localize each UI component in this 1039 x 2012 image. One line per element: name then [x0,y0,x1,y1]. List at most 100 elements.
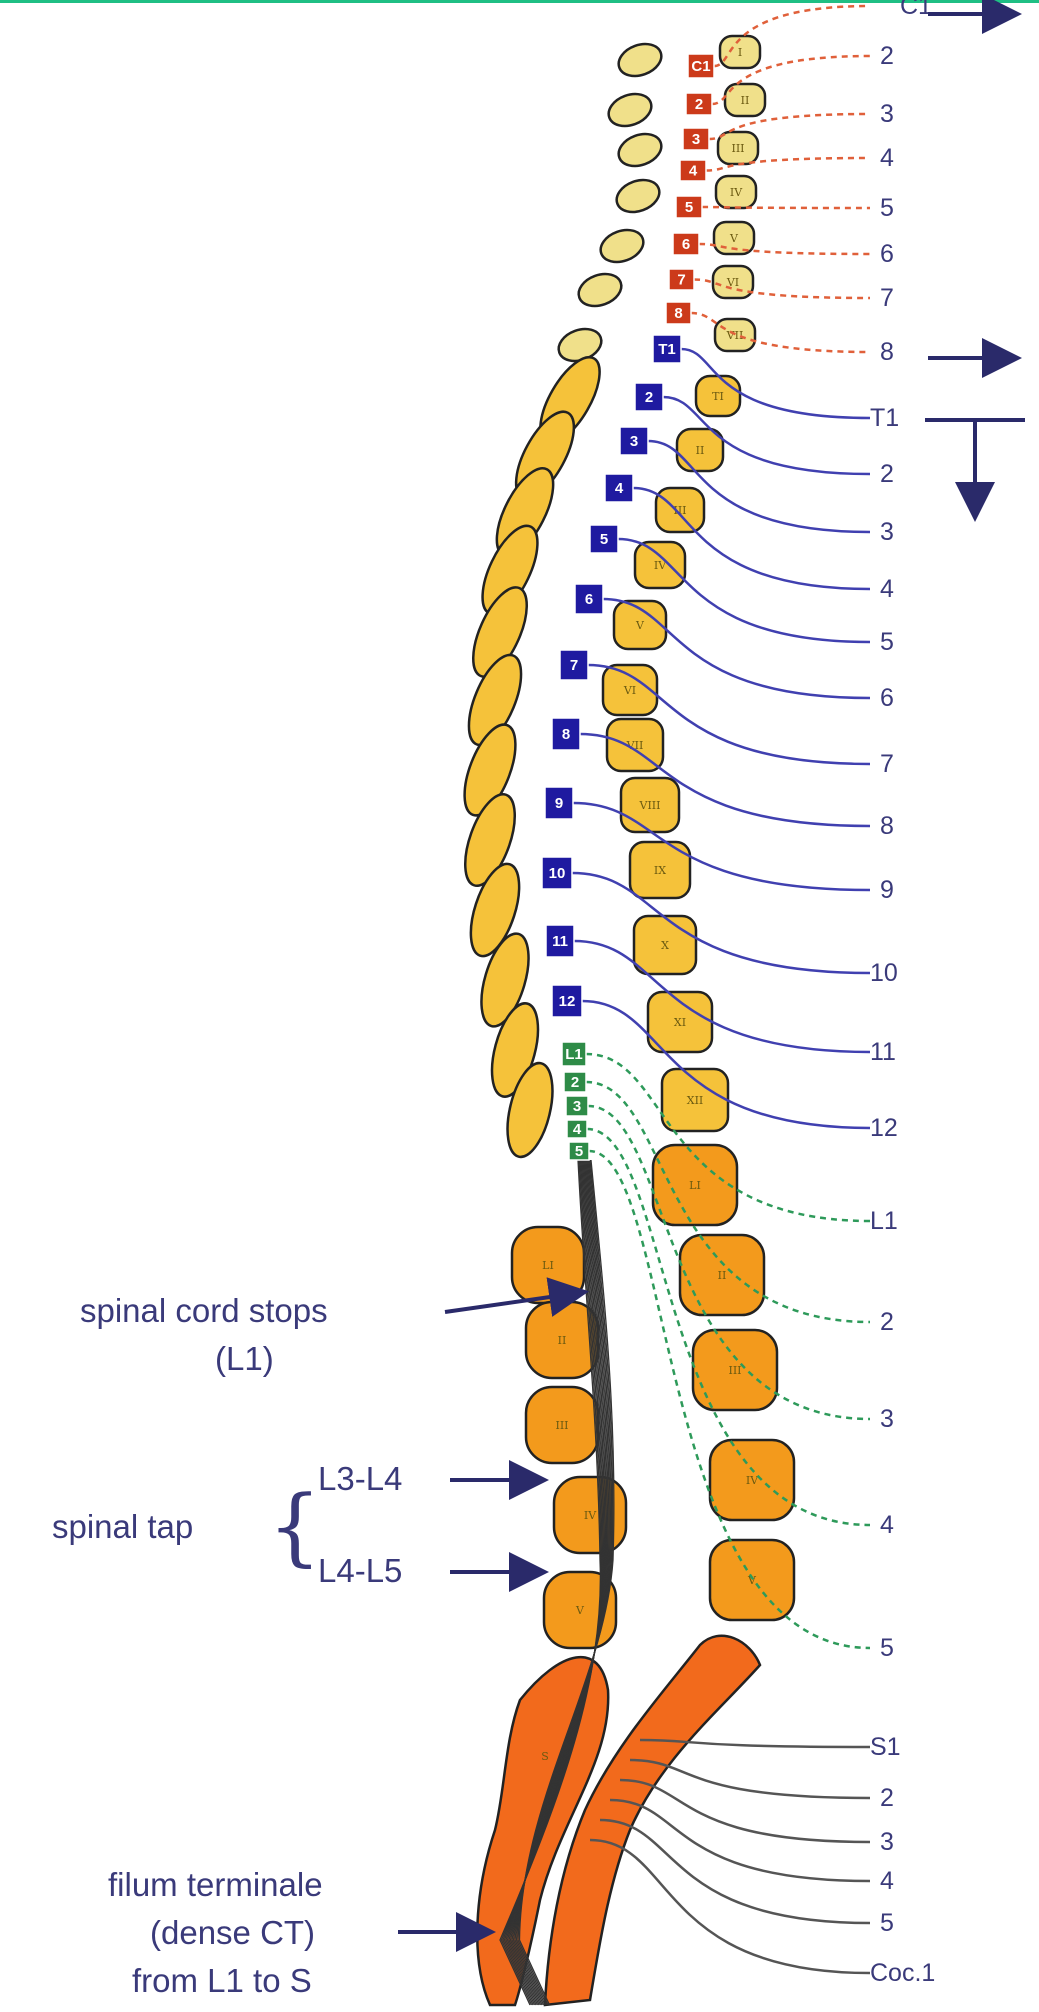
cauda-equina-fiber [505,1159,605,2006]
cervical-vertebra-label: II [741,94,750,107]
tap-lower-label: L4-L5 [318,1552,402,1589]
nerve-line [589,1838,871,1975]
thoracic-cord-segment [574,583,604,615]
cord-stops-arrow [444,1277,589,1317]
cervical-cord-segment [675,195,703,219]
cervical-vertebra [723,82,767,118]
filum-label-2: (dense CT) [150,1914,315,1951]
cauda-equina-fiber [518,1159,615,2006]
nerve-line [581,999,871,1130]
nerve-label: 8 [880,338,894,366]
thoracic-vertebra [612,599,668,651]
cauda-equina-fiber [503,1159,604,2006]
thoracic-cord-segment-label: 10 [549,865,566,882]
cauda-equina-fiber [515,1159,613,2006]
nerve-line [599,1818,871,1925]
lumbar-vertebra [651,1143,739,1227]
cervical-vertebra [716,130,760,166]
spinal-tap-brace: { [268,1477,321,1575]
nerve-label: Coc.1 [870,1959,935,1987]
cervical-vertebra [713,317,757,353]
nerve-line [573,939,871,1054]
cord-stops-label: spinal cord stops [80,1292,328,1329]
nerve-label: 2 [880,1308,894,1336]
nerve-line [619,1778,871,1844]
spinal-tap-label: spinal tap [52,1508,193,1545]
sacrum-anterior [543,1634,762,2007]
cervical-vertebra-label: IV [730,186,743,199]
nerve-label: 4 [880,1511,894,1539]
cervical-process [607,92,653,128]
lumbar-cord-segment [563,1071,587,1093]
thoracic-vertebra-label: VIII [639,799,661,812]
thoracic-spinous-process [463,723,517,817]
cervical-process [615,178,661,214]
cervical-cord-segment [687,53,715,79]
nerve-label: 4 [880,144,894,172]
lumbar-cord-segment [566,1119,588,1139]
cervical-cord-segment [682,127,710,151]
nerve-label: 11 [870,1038,896,1066]
lumbar-cord-segment [565,1095,589,1117]
thoracic-cord-segment [604,473,634,503]
thoracic-spinous-process [506,1061,554,1159]
nerve-line [693,278,871,300]
nerve-line [713,4,871,68]
nerve-label: L1 [870,1207,898,1235]
cauda-equina-fiber [508,1159,607,2006]
lumbar-vertebra-label: LI [689,1179,701,1192]
nerve-label: 3 [880,518,894,546]
lumbar-cord-segment-label: 3 [573,1098,581,1115]
thoracic-vertebra-label: II [696,444,705,457]
cauda-equina-fiber [512,1159,610,2006]
lumbar-vertebra-label: V [747,1574,757,1587]
cauda-equina-fiber [509,1159,608,2006]
thoracic-cord-segment [652,334,682,364]
nerve-label: 5 [880,1909,894,1937]
top-accent-bar [0,0,1039,3]
nerve-line [585,1080,871,1324]
filum-label-3: from L1 to S [132,1962,312,1999]
cervical-cord-segment-label: 3 [692,131,700,148]
cervical-cord-segment-label: 5 [685,199,693,216]
nerve-line [639,1738,871,1749]
lumbar-vertebra-label: IV [746,1474,759,1487]
cauda-equina-fiber [511,1159,609,2006]
nerve-label: 5 [880,628,894,656]
thoracic-cord-segment-label: 3 [630,433,638,450]
nerve-label: 6 [880,240,894,268]
cervical-cord-segment [668,268,695,291]
nerve-line [609,1798,871,1883]
cervical-cord-segment-label: C1 [691,58,710,75]
nerve-label: 5 [880,194,894,222]
cervical-cord-segment [665,301,692,325]
lumbar-vertebra [708,1538,796,1622]
nerve-labels: C12345678T123456789101112L12345S12345Coc… [870,0,935,1987]
thoracic-cord-segment [634,382,664,412]
thoracic-cord-segment [541,856,573,890]
thoracic-vertebra-label: VI [623,684,636,697]
nerve-label: 12 [870,1114,898,1142]
nerve-label: T1 [870,404,899,432]
cervical-cord-segment [672,232,700,256]
thoracic-cord-segment-label: 5 [600,531,608,548]
thoracic-cord-segment [551,984,583,1018]
nerve-label: 3 [880,1828,894,1856]
lumbar-cord-segment-label: 2 [571,1074,579,1091]
nerve-line [680,347,871,420]
lumbar-cord-segment [561,1041,587,1067]
nerve-label: 4 [880,575,894,603]
nerve-line [602,597,871,700]
cervical-vertebra-label: I [738,46,742,59]
lumbar-vertebra-label: III [728,1364,741,1377]
thoracic-cord-segment [551,717,581,751]
nerve-line [572,801,871,892]
lumbar-vertebra [691,1328,779,1412]
cervical-cord-segment-label: 2 [695,96,703,113]
thoracic-spinous-process [469,862,521,958]
cord-stops-level: (L1) [215,1340,274,1377]
nerve-label: 9 [880,876,894,904]
nerve-label: 2 [880,1784,894,1812]
nerve-line [705,156,871,172]
